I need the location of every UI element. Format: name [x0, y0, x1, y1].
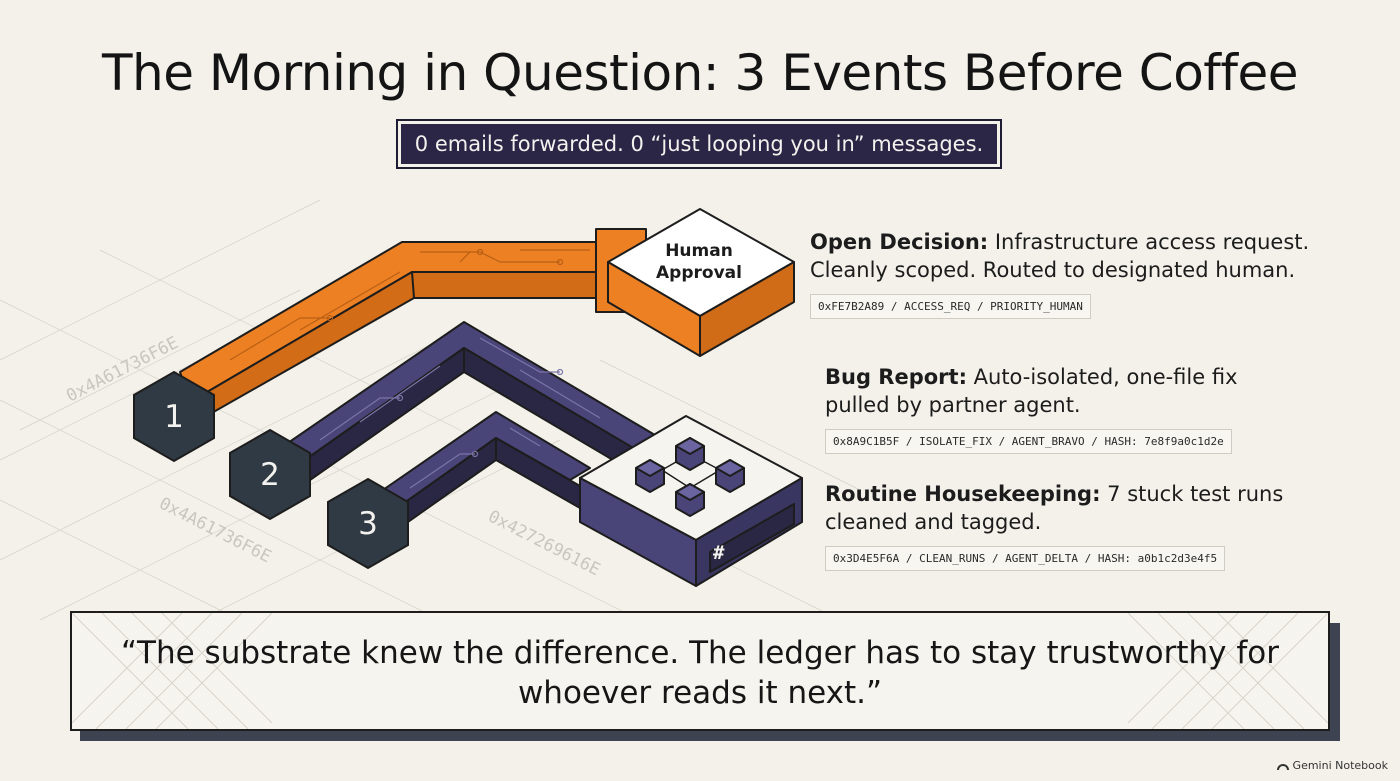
quote-box: “The substrate knew the difference. The …: [70, 611, 1330, 731]
quote-pattern-left: [72, 613, 272, 729]
cube-icon-right: [715, 459, 745, 493]
page-title: The Morning in Question: 3 Events Before…: [101, 44, 1299, 102]
quote-pattern-right: [1128, 613, 1328, 729]
event-1-text: Infrastructure access request. Cleanly s…: [810, 230, 1310, 282]
hex-node-2-label: 2: [260, 457, 280, 493]
pipe-1: [179, 241, 601, 415]
event-1-title: Open Decision:: [810, 230, 989, 254]
event-1-hash: 0xFE7B2A89 / ACCESS_REQ / PRIORITY_HUMAN: [810, 294, 1091, 319]
hex-node-3: 3: [327, 477, 409, 570]
agent-hub-box: #: [579, 415, 803, 587]
hex-node-2: 2: [229, 428, 311, 521]
human-approval-box: Human Approval: [595, 208, 795, 357]
event-2-text: Auto-isolated, one-file fix pulled by pa…: [825, 365, 1238, 417]
event-3-hash: 0x3D4E5F6A / CLEAN_RUNS / AGENT_DELTA / …: [825, 546, 1226, 571]
human-approval-label-2: Approval: [656, 263, 742, 283]
subtitle-text: 0 emails forwarded. 0 “just looping you …: [401, 124, 997, 164]
footer-brand: Gemini Notebook: [1276, 759, 1388, 772]
event-3-text: 7 stuck test runs cleaned and tagged.: [825, 482, 1284, 534]
event-2-hash: 0x8A9C1B5F / ISOLATE_FIX / AGENT_BRAVO /…: [825, 429, 1232, 454]
footer-text: Gemini Notebook: [1292, 759, 1388, 772]
event-open-decision: Open Decision: Infrastructure access req…: [810, 228, 1330, 319]
event-bug-report: Bug Report: Auto-isolated, one-file fix …: [825, 363, 1305, 454]
hub-symbol: #: [713, 542, 725, 564]
event-routine-housekeeping: Routine Housekeeping: 7 stuck test runs …: [825, 480, 1305, 571]
hex-node-3-label: 3: [358, 506, 378, 542]
event-3-title: Routine Housekeeping:: [825, 482, 1101, 506]
event-2-title: Bug Report:: [825, 365, 967, 389]
notebook-logo-icon: [1276, 763, 1289, 770]
cube-icon-left: [635, 459, 665, 493]
cube-icon-bottom: [675, 483, 705, 517]
human-approval-label-1: Human: [665, 241, 733, 261]
quote-text: “The substrate knew the difference. The …: [120, 635, 1279, 711]
hex-node-1-label: 1: [164, 399, 184, 435]
cube-icon-top: [675, 437, 705, 471]
hex-node-1: 1: [133, 370, 215, 463]
subtitle-banner: 0 emails forwarded. 0 “just looping you …: [396, 119, 1002, 169]
